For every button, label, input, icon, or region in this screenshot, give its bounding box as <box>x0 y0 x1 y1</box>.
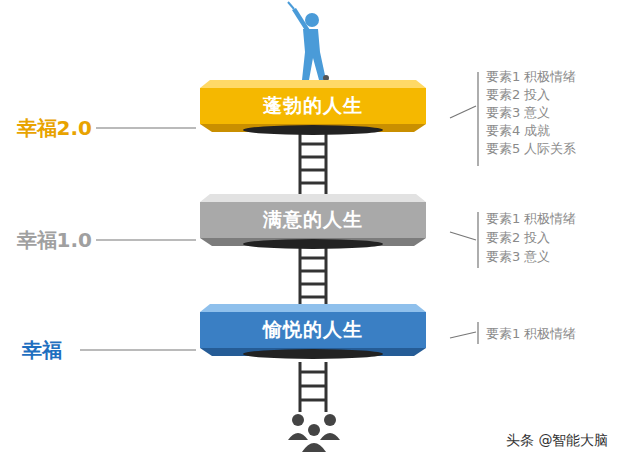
element-item: 要素4 成就 <box>486 122 550 140</box>
watermark: 头条 @智能大脑 <box>506 432 608 450</box>
platform: 满意的人生 <box>198 194 428 252</box>
element-item: 要素1 积极情绪 <box>486 210 576 228</box>
platform: 蓬勃的人生 <box>198 80 428 138</box>
platform: 愉悦的人生 <box>198 304 428 362</box>
element-item: 要素1 积极情绪 <box>486 325 576 343</box>
element-item: 要素3 意义 <box>486 248 550 266</box>
ladder <box>300 248 326 312</box>
platform-title: 满意的人生 <box>263 207 363 233</box>
golfer-icon <box>288 2 329 81</box>
platform-title: 蓬勃的人生 <box>263 93 363 119</box>
brackets <box>450 72 478 344</box>
people-icon <box>288 414 340 452</box>
leader-lines <box>80 128 196 350</box>
platform-title: 愉悦的人生 <box>263 317 363 343</box>
element-item: 要素1 积极情绪 <box>486 68 576 86</box>
element-item: 要素2 投入 <box>486 86 550 104</box>
element-item: 要素5 人际关系 <box>486 140 576 158</box>
element-item: 要素3 意义 <box>486 104 550 122</box>
level-label: 幸福 <box>22 337 62 364</box>
ladder <box>300 134 326 202</box>
level-label: 幸福2.0 <box>17 115 92 142</box>
level-label: 幸福1.0 <box>17 227 92 254</box>
element-item: 要素2 投入 <box>486 229 550 247</box>
bottom-ladder <box>300 362 326 412</box>
